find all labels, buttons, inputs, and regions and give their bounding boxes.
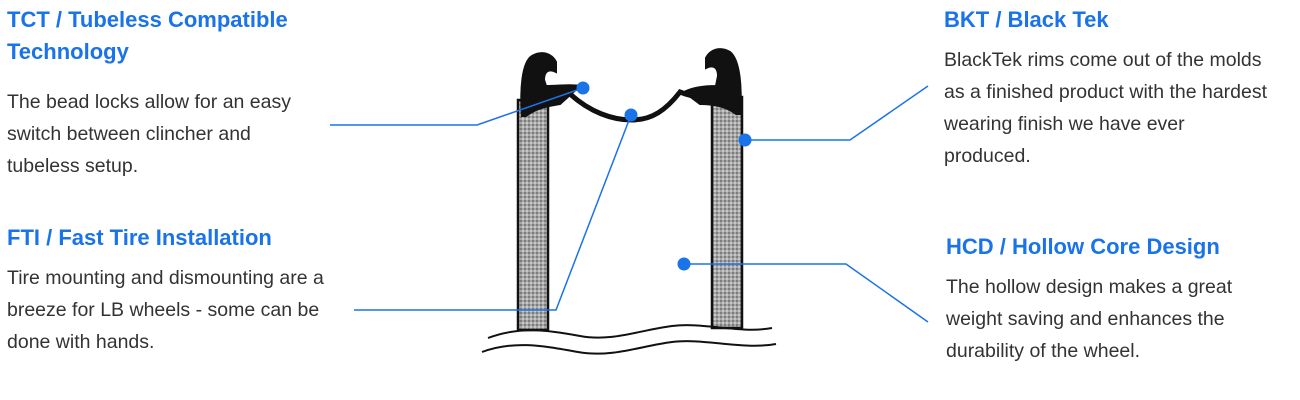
break-line-upper (487, 324, 773, 339)
leader-line-tct (330, 87, 584, 126)
leader-line-hcd (684, 263, 929, 323)
left-rim-wall (516, 98, 550, 332)
hcd-title: HCD / Hollow Core Design (946, 234, 1220, 259)
callout-dot-icon (624, 108, 638, 122)
hcd-body: The hollow design makes a great weight s… (946, 276, 1233, 362)
rim-bed (567, 88, 711, 123)
callout-dot-icon (677, 257, 691, 271)
callout-hcd: HCD / Hollow Core Design The hollow desi… (946, 231, 1286, 367)
callout-dot-icon (738, 133, 752, 147)
right-bead-hook (682, 48, 742, 115)
leader-lines (330, 85, 929, 323)
right-rim-wall (710, 95, 744, 330)
tct-title: TCT / Tubeless Compatible Technology (7, 7, 288, 64)
fti-body: Tire mounting and dismounting are a bree… (7, 267, 324, 353)
leader-line-bkt (745, 85, 929, 141)
callout-bkt: BKT / Black Tek BlackTek rims come out o… (944, 4, 1284, 172)
break-line-lower (481, 340, 777, 355)
leader-line-fti (354, 114, 632, 311)
fti-title: FTI / Fast Tire Installation (7, 225, 272, 250)
tct-body: The bead locks allow for an easy switch … (7, 91, 291, 177)
callout-tct: TCT / Tubeless Compatible Technology The… (7, 4, 327, 182)
bkt-title: BKT / Black Tek (944, 7, 1109, 32)
bkt-body: BlackTek rims come out of the molds as a… (944, 49, 1268, 167)
callout-dot-icon (576, 81, 590, 95)
callout-fti: FTI / Fast Tire Installation Tire mounti… (7, 222, 337, 358)
left-bead-hook (520, 52, 583, 117)
